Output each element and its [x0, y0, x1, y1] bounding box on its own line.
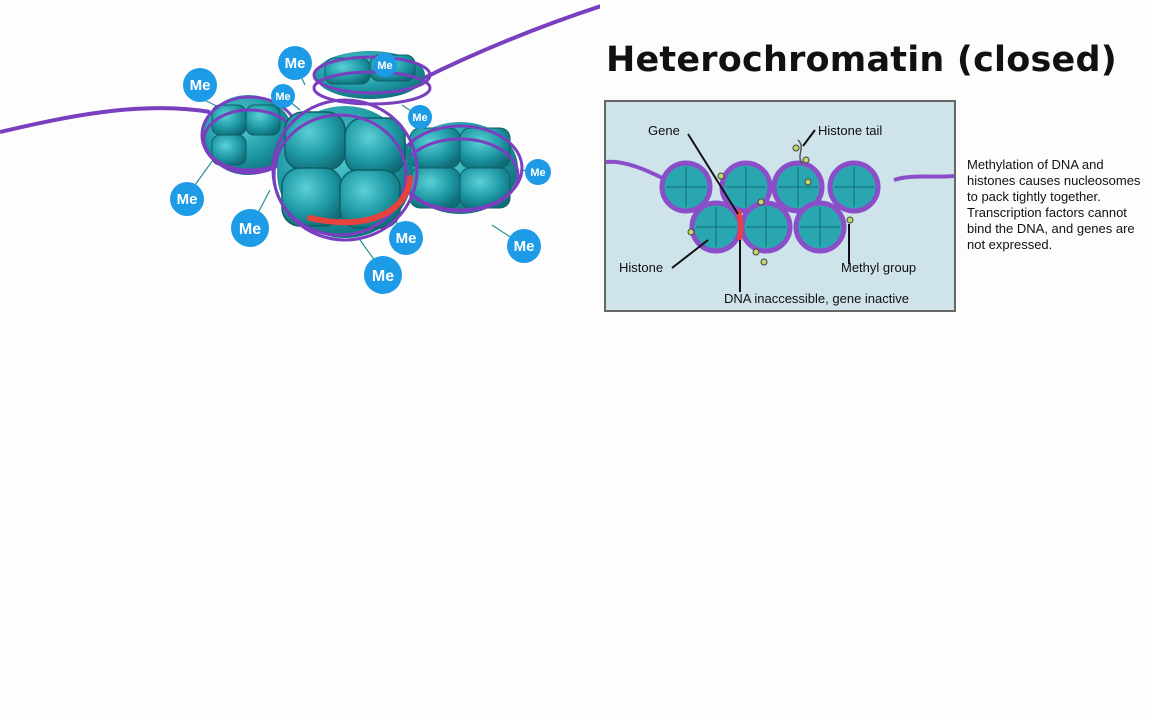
- methyl-badge: Me: [231, 209, 269, 247]
- gene-label: Gene: [648, 123, 680, 138]
- svg-text:Me: Me: [514, 238, 535, 255]
- dna-strand: [0, 4, 600, 134]
- methyl-badge: Me: [183, 68, 217, 102]
- gene-segment: [307, 175, 413, 226]
- nucleosome-top: [312, 51, 432, 106]
- svg-text:Me: Me: [412, 112, 427, 124]
- diagram-canvas: [606, 129, 954, 292]
- svg-text:Me: Me: [275, 91, 290, 103]
- methyl-badge: Me: [408, 105, 432, 129]
- nucleosome-left: [200, 95, 300, 175]
- description-text: Methylation of DNA and histones causes n…: [967, 157, 1141, 252]
- svg-text:Me: Me: [177, 191, 198, 208]
- svg-text:Me: Me: [530, 167, 545, 179]
- svg-text:Me: Me: [372, 268, 394, 285]
- svg-text:Me: Me: [377, 60, 392, 72]
- svg-text:Me: Me: [396, 230, 417, 247]
- methyl-badge: Me: [389, 221, 423, 255]
- nucleosome-center: [271, 98, 419, 242]
- methyl-badge: Me: [271, 84, 295, 108]
- page-title: Heterochromatin (closed): [606, 40, 1117, 80]
- heterochromatin-diagram: Gene Histone tail Histone Methyl group D…: [604, 100, 956, 312]
- gene-highlight: [735, 209, 744, 241]
- svg-text:Me: Me: [239, 221, 261, 238]
- dna-state-label: DNA inaccessible, gene inactive: [724, 291, 909, 306]
- svg-text:Me: Me: [190, 77, 211, 94]
- histone-tail-label: Histone tail: [818, 123, 883, 138]
- methyl-badge: Me: [507, 229, 541, 263]
- methyl-badge: Me: [278, 46, 312, 80]
- methyl-badge: Me: [170, 182, 204, 216]
- methyl-badge: Me: [373, 53, 397, 77]
- nucleosome-illustration: Me Me Me Me Me Me Me Me Me Me Me: [0, 4, 600, 294]
- svg-text:Me: Me: [285, 55, 306, 72]
- histone-label: Histone: [619, 260, 664, 275]
- methyl-badge: Me: [525, 159, 551, 185]
- methyl-badge: Me: [364, 256, 402, 294]
- methyl-group-label: Methyl group: [841, 260, 917, 275]
